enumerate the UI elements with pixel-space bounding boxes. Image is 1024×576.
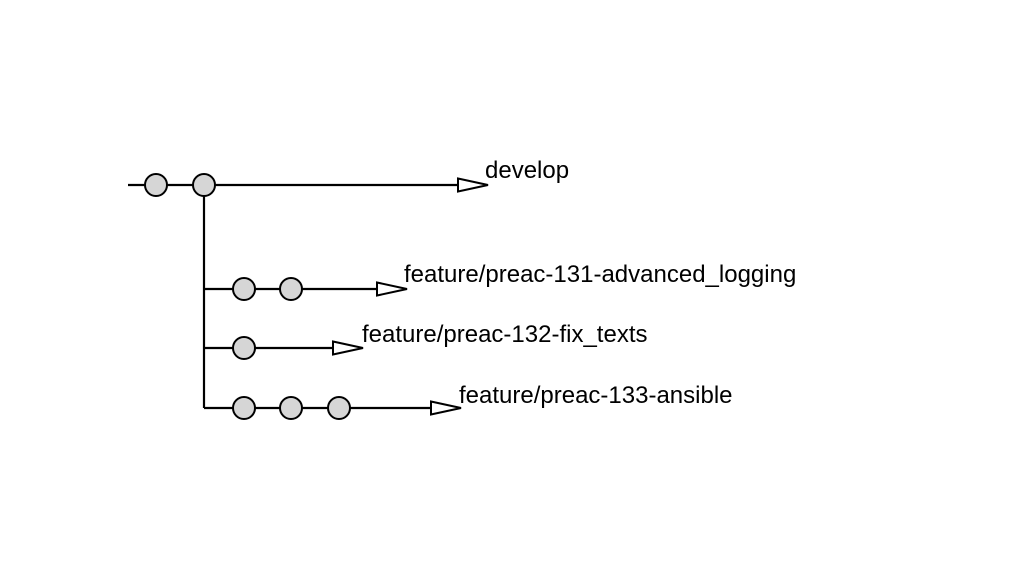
feature-133-commit-3 [327,396,351,420]
develop-arrowhead [457,177,489,193]
feature-132-arrowhead [332,340,364,356]
feature-133-label: feature/preac-133-ansible [459,382,733,409]
feature-131-commit-2 [279,277,303,301]
branch-feature-132: feature/preac-132-fix_texts [204,321,647,360]
feature-131-arrowhead [376,281,408,297]
feature-132-commit-1 [232,336,256,360]
feature-131-commit-1 [232,277,256,301]
develop-commit-1 [144,173,168,197]
branch-feature-131: feature/preac-131-advanced_logging [204,261,796,301]
feature-132-label: feature/preac-132-fix_texts [362,321,647,348]
feature-131-label: feature/preac-131-advanced_logging [404,261,796,288]
branch-develop: develop [128,157,569,197]
feature-133-commit-2 [279,396,303,420]
develop-label: develop [485,157,569,184]
branch-feature-133: feature/preac-133-ansible [204,382,733,420]
feature-133-commit-1 [232,396,256,420]
feature-133-arrowhead [430,400,462,416]
develop-commit-2 [192,173,216,197]
